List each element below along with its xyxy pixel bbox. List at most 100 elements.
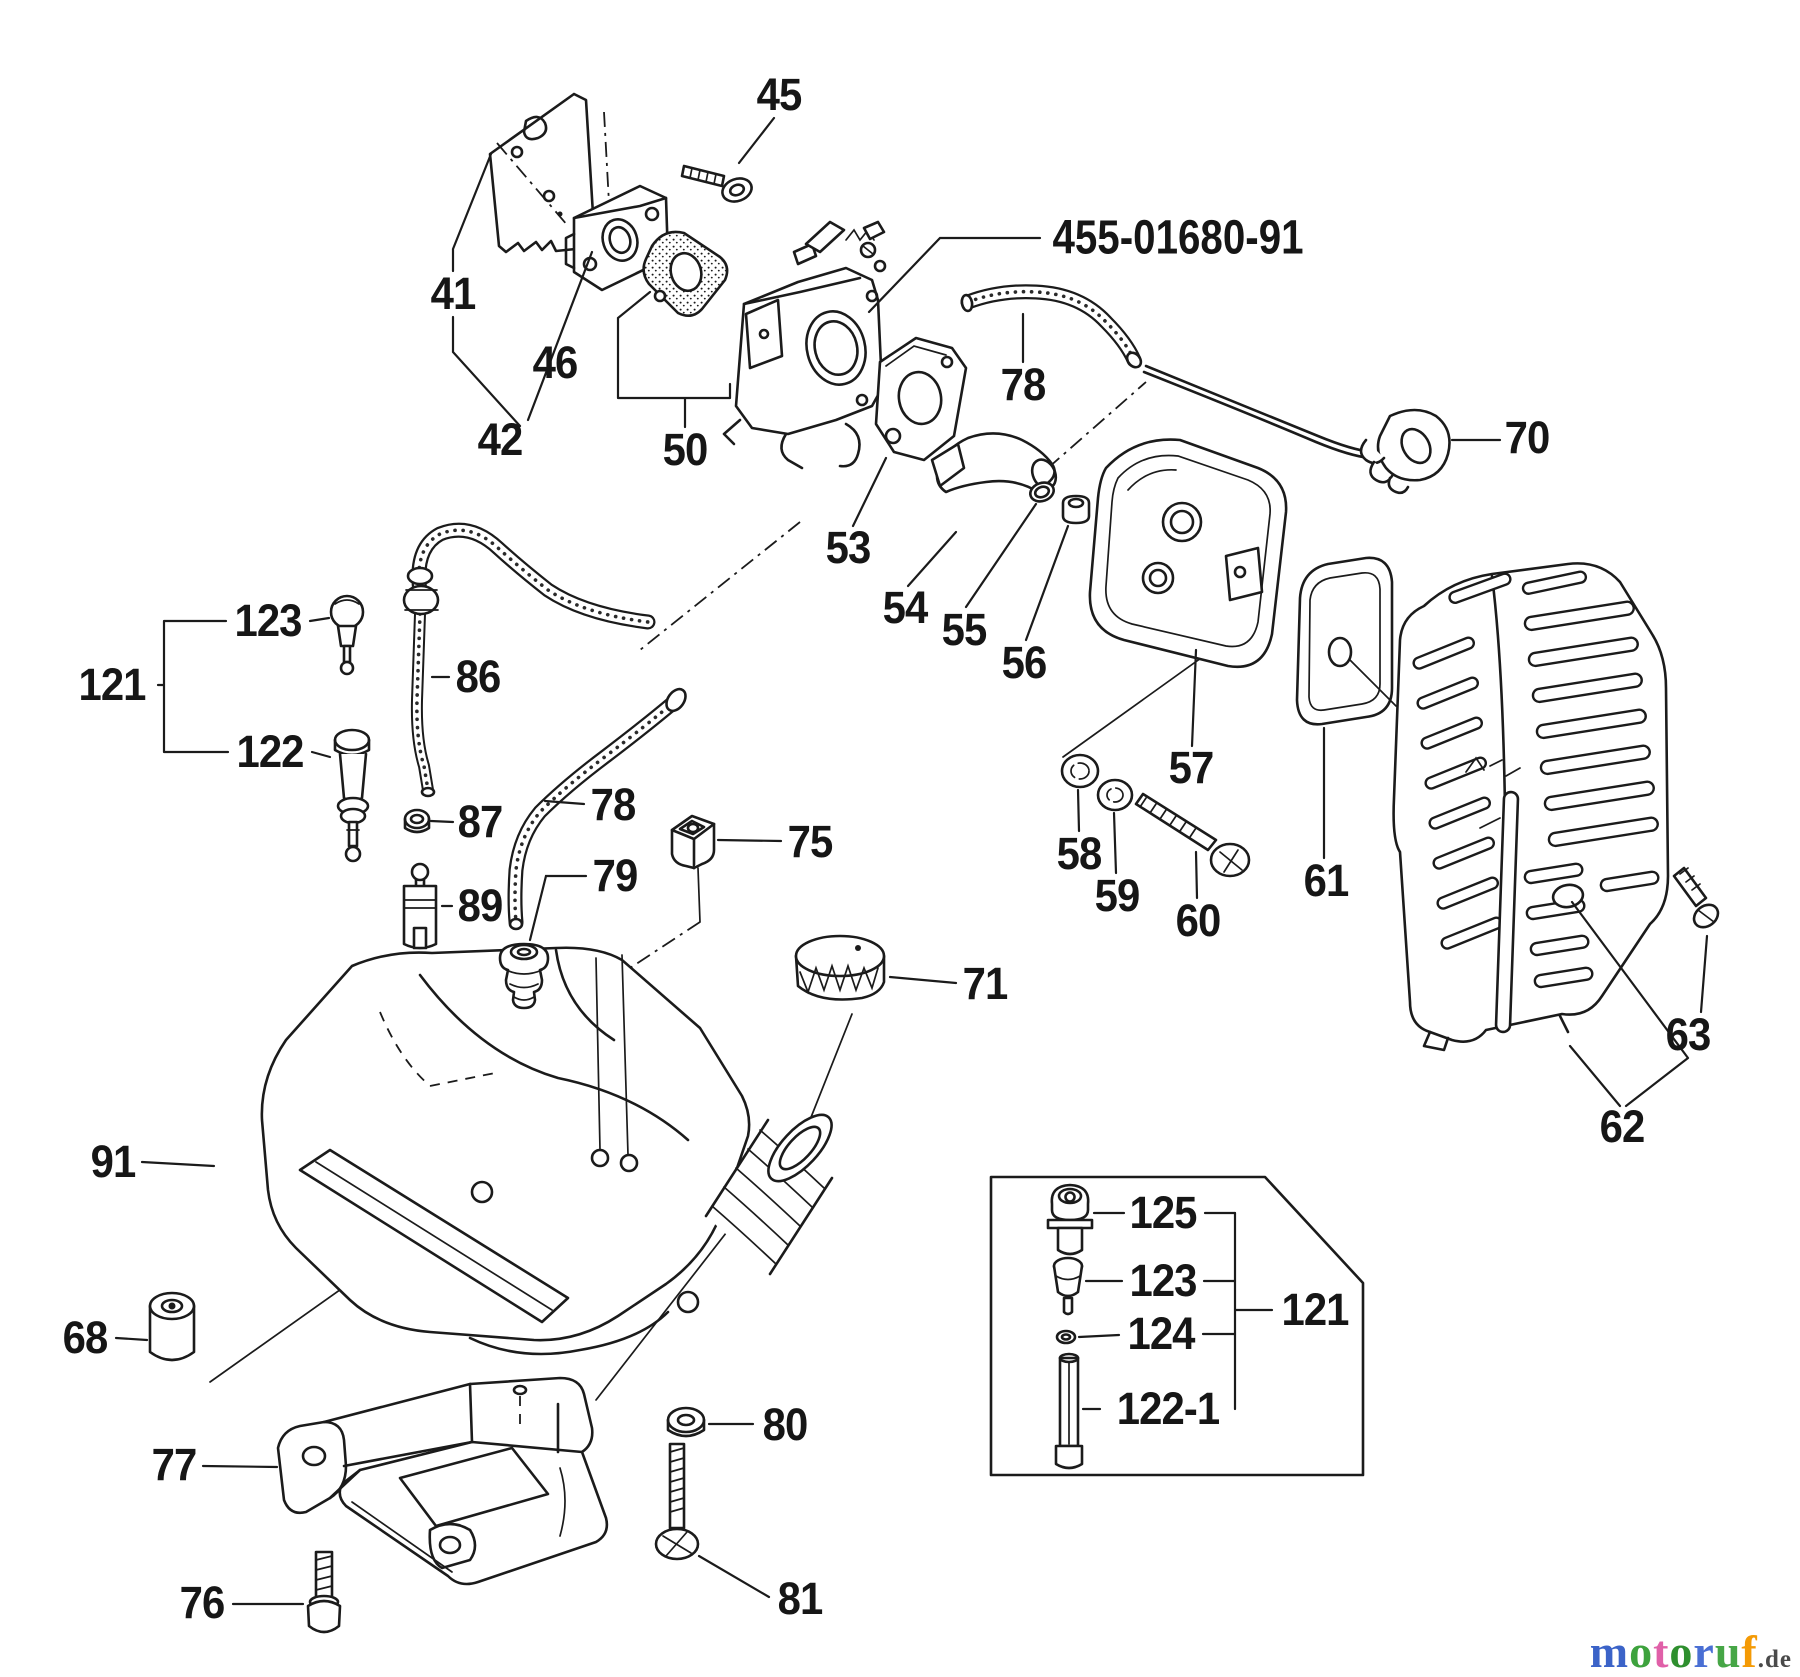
part-label-56: 56 [1001, 637, 1048, 688]
carburetor-body [722, 220, 887, 470]
fuel-filter-89 [402, 862, 438, 950]
fuel-hose-78-top [960, 284, 1143, 369]
part-label-59: 59 [1094, 870, 1141, 921]
part-label-81: 81 [777, 1573, 824, 1624]
tank-guard-bracket-77 [276, 1376, 609, 1586]
bracket-screw-81 [654, 1442, 700, 1561]
part-label-60: 60 [1175, 895, 1222, 946]
check-valve-122 [333, 728, 371, 863]
part-label-55: 55 [941, 604, 988, 655]
air-cleaner-group [874, 336, 1720, 1052]
fuel-filter-parts [402, 808, 438, 950]
filter-knob-screw-60 [1134, 792, 1251, 878]
carb-mount-screw [680, 164, 753, 203]
air-cleaner-cover-62 [1392, 562, 1670, 1052]
cover-screw-63 [1672, 866, 1720, 929]
part-label-71: 71 [962, 958, 1009, 1009]
part-label-53: 53 [825, 522, 872, 573]
part-label-122: 122 [236, 726, 304, 777]
part-label-86: 86 [455, 651, 502, 702]
part-label-79: 79 [592, 850, 639, 901]
watermark-letter: t [1653, 1626, 1670, 1677]
tank-bumper [148, 1291, 196, 1362]
part-label-75: 75 [787, 816, 834, 867]
part-label-121: 121 [78, 659, 146, 710]
part-label-54: 54 [882, 582, 929, 633]
part-label-63: 63 [1665, 1009, 1712, 1060]
washer-59 [1096, 778, 1134, 812]
air-filter-element-61 [1295, 556, 1397, 726]
part-label-46: 46 [532, 337, 579, 388]
part-label-78: 78 [590, 779, 637, 830]
part-label-123: 123 [234, 595, 302, 646]
carburetor-group [488, 92, 887, 470]
washer-58 [1060, 753, 1100, 789]
pickup-pipe-122-1 [1054, 1352, 1084, 1470]
part-label-70: 70 [1504, 412, 1551, 463]
intake-elbow-54 [930, 432, 1058, 494]
insulator-plate [488, 92, 597, 254]
bracket-screw-76 [306, 1550, 342, 1634]
part-label-77: 77 [151, 1439, 198, 1490]
spark-plug-cap-70 [1359, 408, 1451, 495]
o-ring-124 [1055, 1329, 1077, 1345]
part-label-42: 42 [477, 414, 524, 465]
watermark-letter: r [1693, 1626, 1715, 1677]
o-ring-55 [1029, 481, 1055, 503]
watermark-word: motoruf [1590, 1626, 1758, 1677]
part-label-123: 123 [1129, 1255, 1197, 1306]
air-cleaner-gasket-53 [874, 336, 968, 462]
part-label-62: 62 [1599, 1101, 1646, 1152]
part-label-87: 87 [457, 796, 504, 847]
spacer-56 [1061, 494, 1091, 525]
leader-lines [114, 116, 1709, 1606]
primer-parts-left [329, 594, 371, 863]
part-label-76: 76 [179, 1577, 226, 1628]
grommet-87 [403, 808, 431, 834]
ignition-group [1142, 364, 1451, 495]
fuel-cap [794, 934, 886, 1001]
carb-gasket [642, 230, 729, 318]
fuel-hoses [402, 284, 1143, 931]
watermark-suffix: .de [1757, 1646, 1792, 1673]
part-label-125: 125 [1129, 1187, 1197, 1238]
part-label-58: 58 [1056, 828, 1103, 879]
watermark-letter: o [1669, 1626, 1694, 1677]
part-label-91: 91 [90, 1136, 137, 1187]
part-label-78: 78 [1000, 359, 1047, 410]
part-label-61: 61 [1303, 855, 1350, 906]
grommet-79 [498, 942, 550, 1010]
part-label-80: 80 [762, 1399, 809, 1450]
part-label-455-01680-91: 455-01680-91 [1052, 211, 1304, 265]
fuel-tank [260, 946, 751, 1342]
part-label-41: 41 [430, 268, 477, 319]
grommet-75 [670, 814, 716, 870]
inset-box-outline [989, 1175, 1365, 1477]
tank-bracket-group [276, 1376, 706, 1634]
tank-grommets [498, 814, 716, 1010]
part-label-68: 68 [62, 1312, 109, 1363]
check-valve-123-inset [1052, 1256, 1084, 1316]
spark-plug-wire [1144, 364, 1374, 454]
primer-kit-inset-box [989, 1175, 1365, 1477]
part-label-121: 121 [1281, 1284, 1349, 1335]
part-label-45: 45 [756, 69, 803, 120]
part-label-124: 124 [1127, 1308, 1195, 1359]
watermark-letter: u [1714, 1626, 1742, 1677]
primer-bulb-125 [1046, 1183, 1094, 1256]
fuel-hose-78-mid [507, 687, 687, 931]
watermark: motoruf.de [1590, 1629, 1792, 1675]
flange-nut-80 [666, 1406, 706, 1438]
watermark-letter: m [1589, 1626, 1630, 1677]
watermark-letter: o [1629, 1626, 1654, 1677]
part-label-89: 89 [457, 880, 504, 931]
part-label-50: 50 [662, 424, 709, 475]
primer-bulb-123 [329, 594, 365, 676]
air-filter-base-57 [1088, 438, 1288, 669]
fuel-tank-group [148, 934, 886, 1362]
part-label-122-1: 122-1 [1116, 1383, 1220, 1434]
watermark-letter: f [1741, 1626, 1758, 1677]
tank-filler-neck [704, 1113, 834, 1276]
